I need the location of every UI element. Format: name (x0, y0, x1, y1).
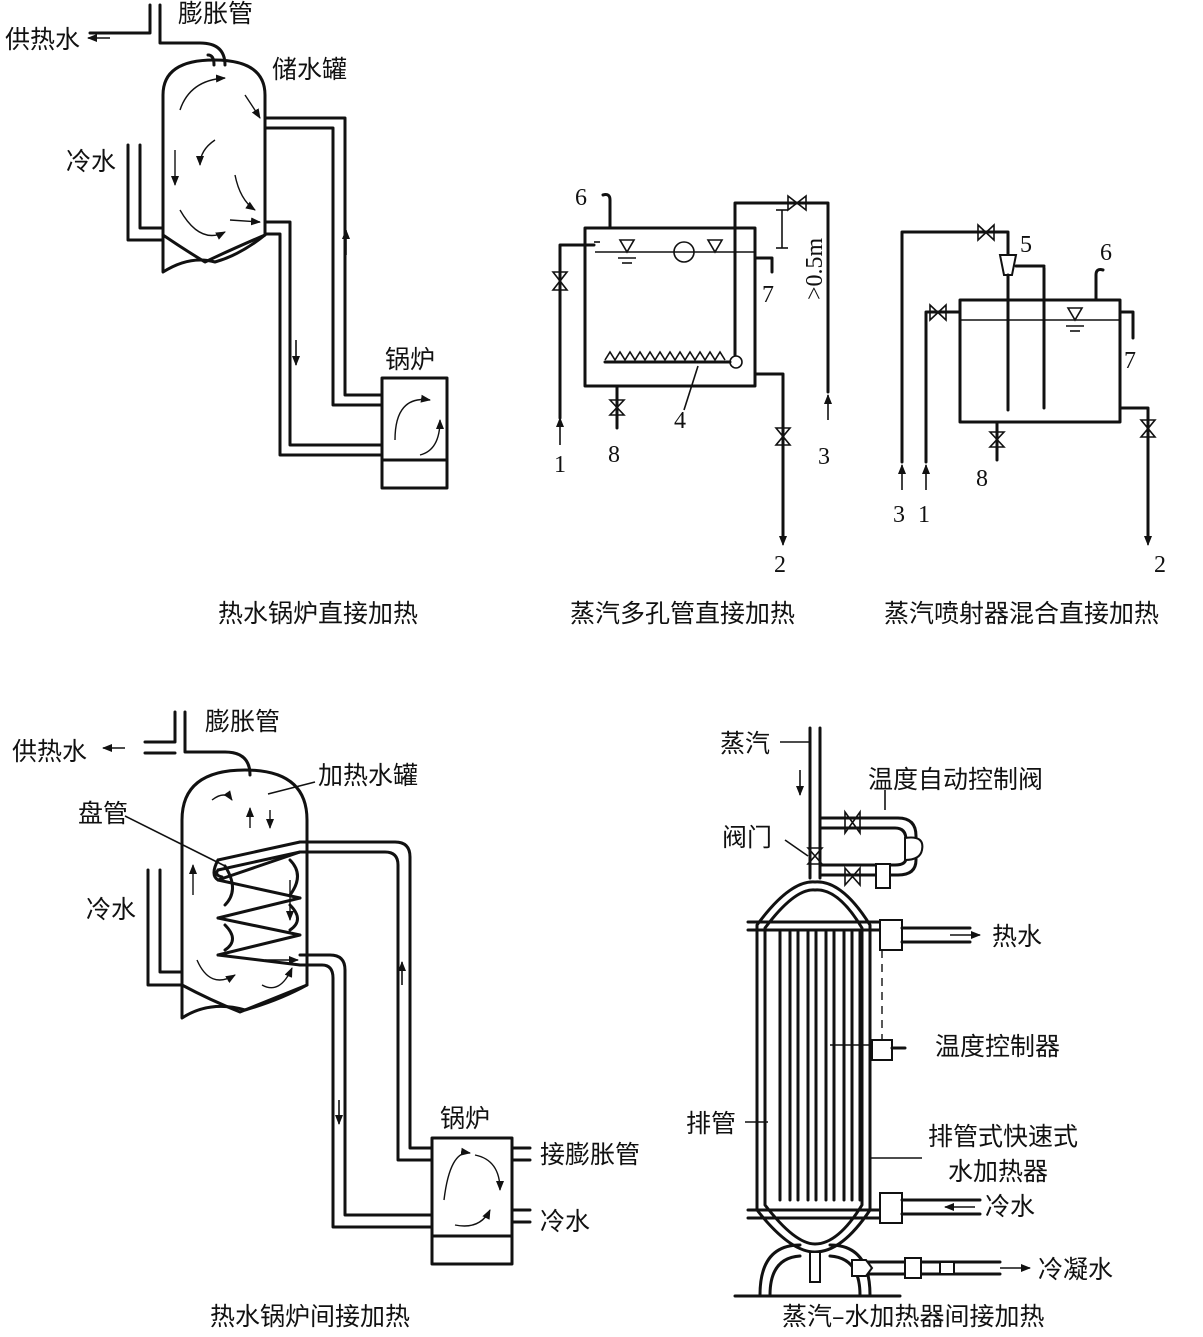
label-dimension: >0.5m (802, 237, 828, 300)
temp-control-valve (904, 836, 924, 862)
caption-panel5: 蒸汽–水加热器间接加热 (782, 1302, 1045, 1331)
caption-panel1: 热水锅炉直接加热 (218, 599, 418, 628)
label-boiler: 锅炉 (385, 345, 435, 374)
label-hot-water: 热水 (992, 922, 1042, 951)
label-n2: 2 (774, 552, 786, 578)
label-expansion-pipe: 膨胀管 (178, 0, 253, 28)
label-n6: 6 (575, 185, 587, 211)
boiler (430, 1136, 514, 1266)
label-n8: 8 (608, 442, 620, 468)
label-to-expansion-pipe: 接膨胀管 (540, 1140, 640, 1169)
caption-panel4: 热水锅炉间接加热 (210, 1302, 410, 1331)
label-n3: 3 (818, 444, 830, 470)
label-heater-name-line2: 水加热器 (948, 1157, 1048, 1186)
panel-direct-boiler-heating: 膨胀管 供热水 储水罐 冷水 锅炉 热水锅炉直接加热 (5, 0, 449, 628)
valve-body (875, 863, 891, 889)
label-expansion-pipe: 膨胀管 (205, 707, 280, 736)
label-n3: 3 (893, 502, 905, 528)
panel-steam-water-heater: 蒸汽 温度自动控制阀 阀门 热水 温度控制器 排管 排管式快速式 水加热器 冷水… (686, 726, 1113, 1331)
boiler (380, 376, 449, 490)
label-n5: 5 (1020, 232, 1032, 258)
label-steam: 蒸汽 (720, 729, 770, 758)
label-n7: 7 (1124, 348, 1136, 374)
label-n1: 1 (918, 502, 930, 528)
label-cold-water: 冷水 (985, 1192, 1035, 1221)
caption-panel3: 蒸汽喷射器混合直接加热 (884, 599, 1159, 628)
steam-injector (998, 254, 1018, 276)
label-cold-water: 冷水 (86, 895, 136, 924)
label-heater-name-line1: 排管式快速式 (928, 1122, 1078, 1151)
label-hot-water-supply: 供热水 (12, 737, 87, 766)
label-coil: 盘管 (78, 799, 128, 828)
label-temp-controller: 温度控制器 (935, 1032, 1060, 1061)
label-condensate: 冷凝水 (1038, 1255, 1113, 1284)
panel-steam-perforated-pipe: 6 7 4 8 1 3 2 >0.5m 蒸汽多孔管直接加热 (551, 185, 832, 628)
label-n6: 6 (1100, 240, 1112, 266)
label-storage-tank: 储水罐 (272, 55, 347, 84)
mixing-tank (958, 298, 1122, 424)
label-temp-control-valve: 温度自动控制阀 (868, 765, 1043, 794)
label-heating-tank: 加热水罐 (318, 761, 418, 790)
label-hot-water-supply: 供热水 (5, 25, 80, 54)
label-boiler: 锅炉 (440, 1104, 490, 1133)
label-n7: 7 (762, 282, 774, 308)
label-n4: 4 (674, 408, 686, 434)
water-tank (583, 226, 757, 388)
label-boiler-cold-water: 冷水 (540, 1207, 590, 1236)
label-n8: 8 (976, 466, 988, 492)
label-cold-water: 冷水 (66, 147, 116, 176)
label-n2: 2 (1154, 552, 1166, 578)
caption-panel2: 蒸汽多孔管直接加热 (570, 599, 795, 628)
label-n1: 1 (554, 452, 566, 478)
label-tubes: 排管 (686, 1109, 736, 1138)
temp-controller (871, 1039, 893, 1061)
panel-indirect-boiler-heating: 膨胀管 供热水 加热水罐 盘管 冷水 锅炉 接膨胀管 冷水 热水锅炉间接加热 (12, 707, 640, 1331)
panel-steam-injector: 5 6 7 8 3 1 2 蒸汽喷射器混合直接加热 (884, 223, 1166, 628)
label-valve: 阀门 (722, 823, 772, 852)
main-valve (806, 847, 824, 865)
